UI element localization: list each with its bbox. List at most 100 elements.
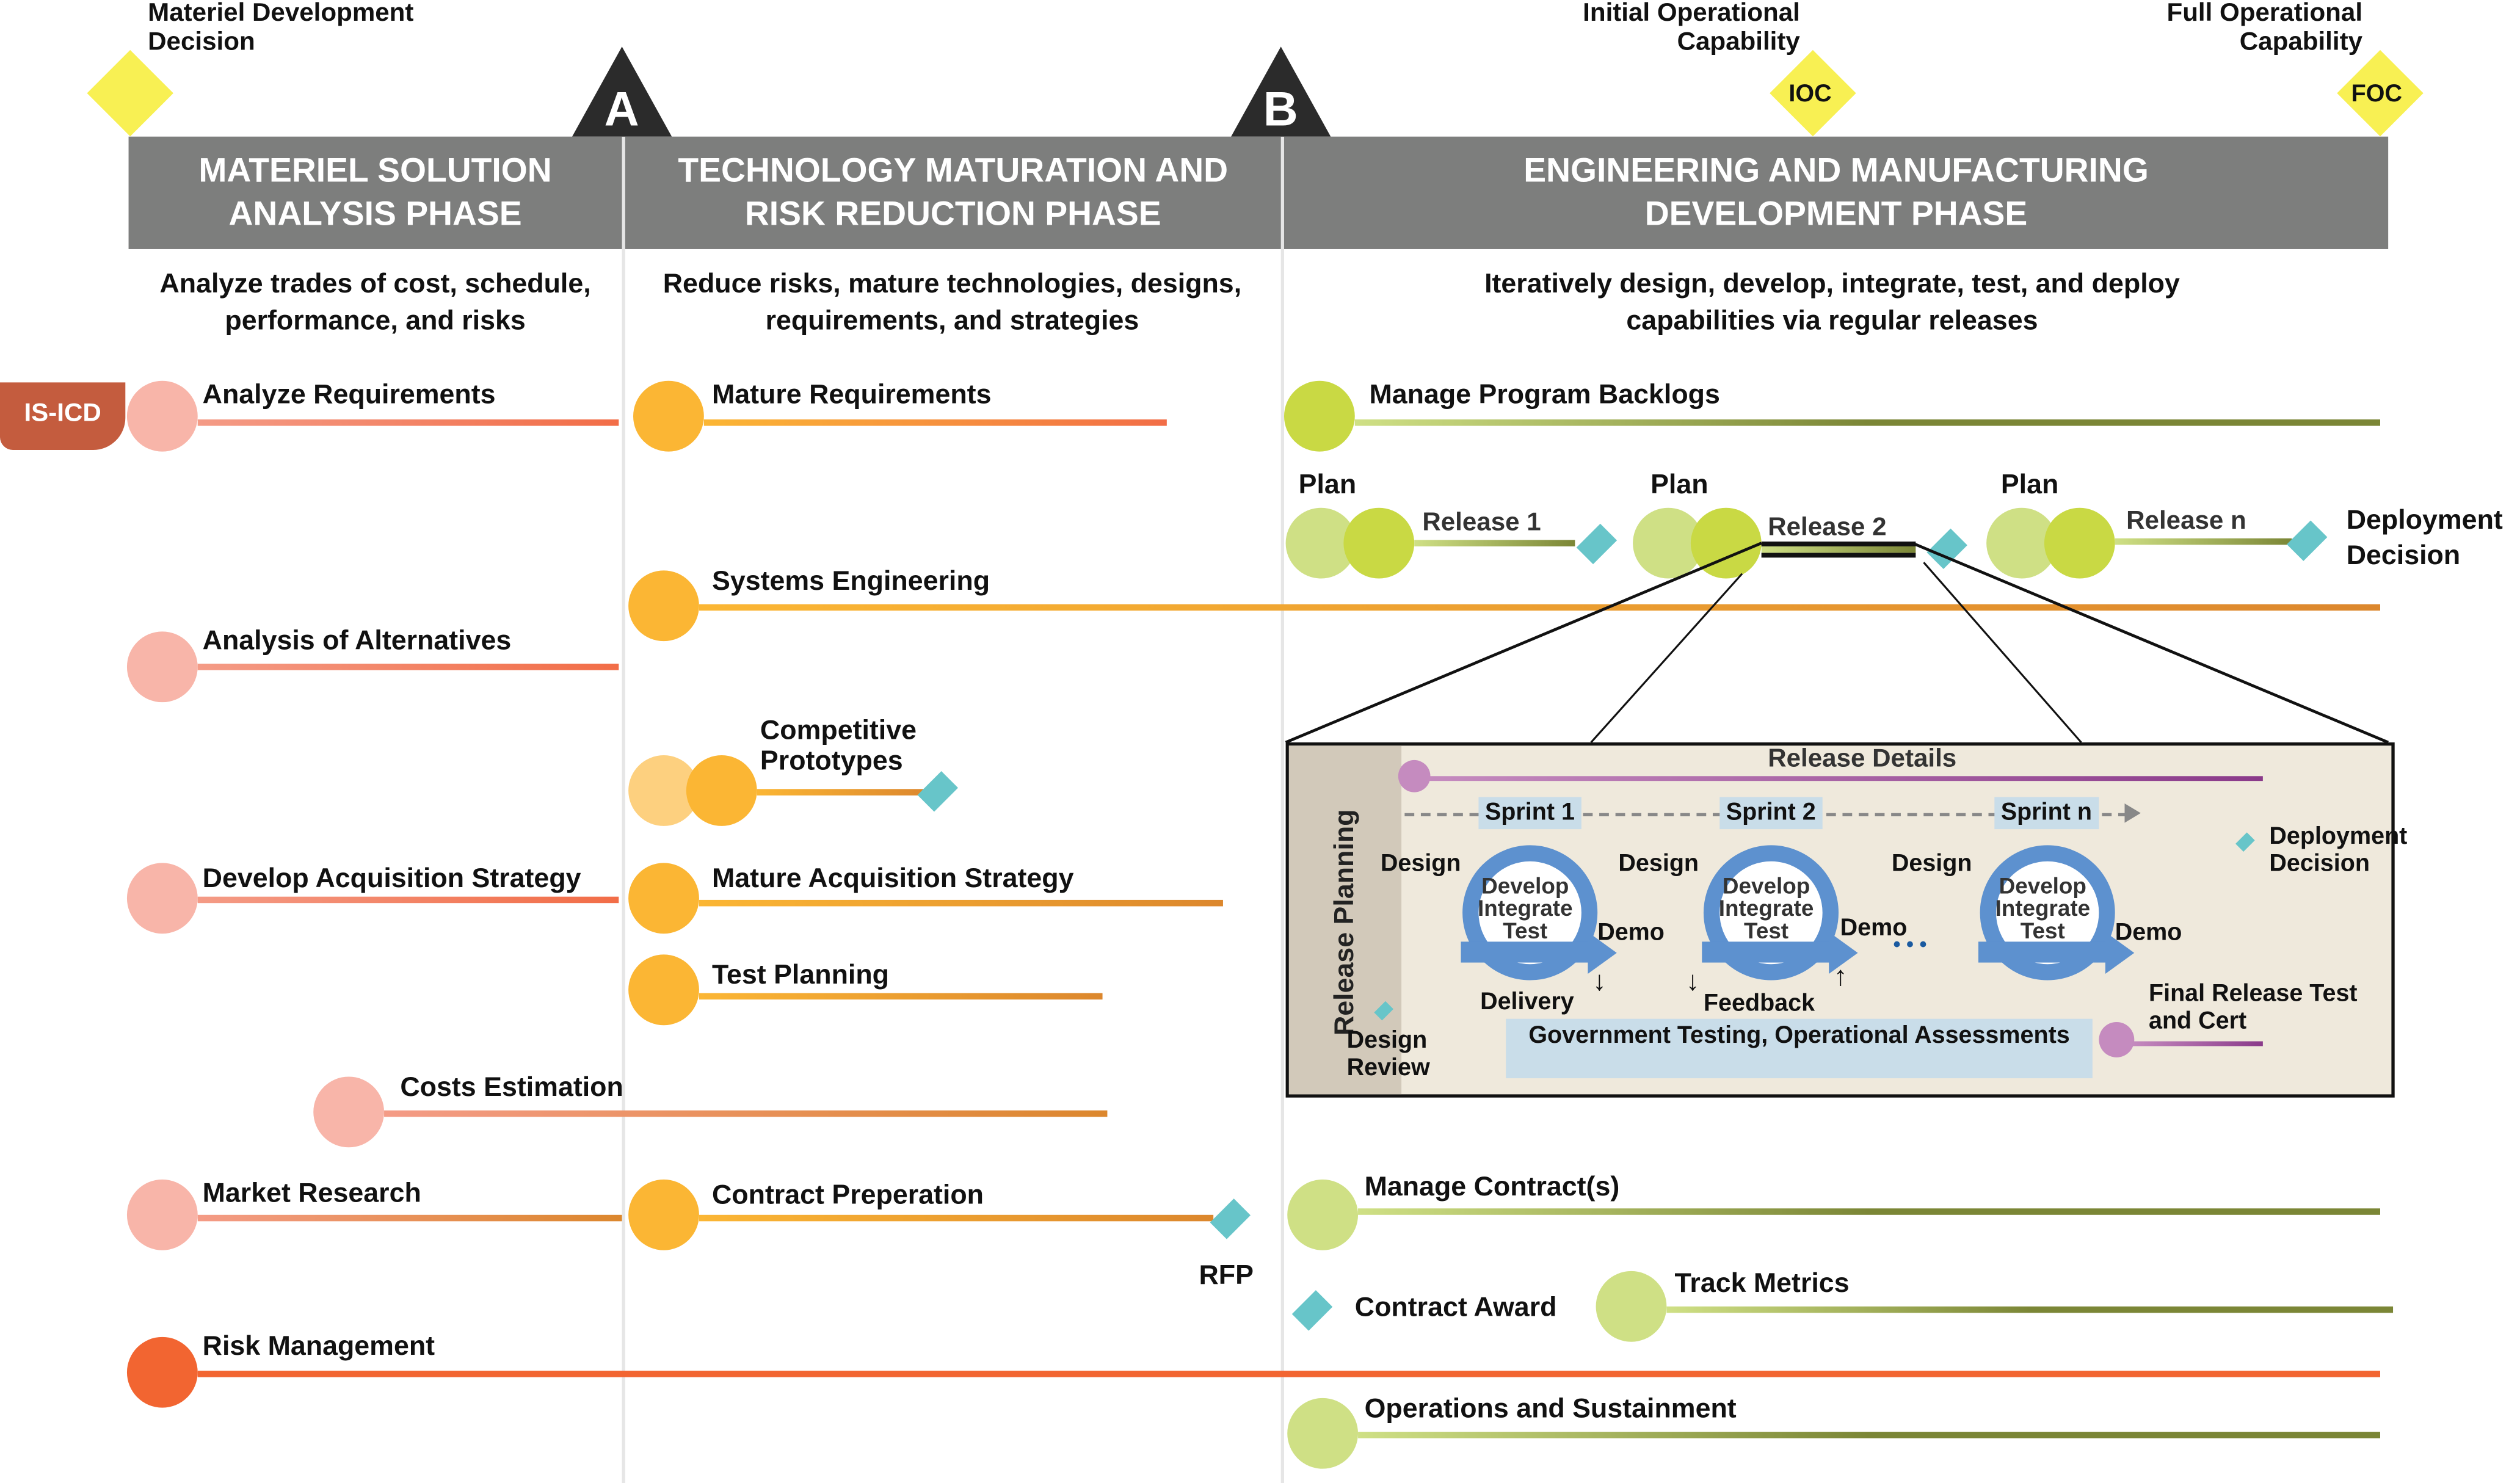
phase-desc-tmrr: Reduce risks, mature technologies, desig… — [663, 268, 1242, 336]
deployment-decision-label: Deployment Decision — [2346, 504, 2503, 571]
release-start-dot-icon — [1398, 760, 1431, 792]
activity-bar — [757, 789, 928, 796]
activity-dot-icon — [126, 1179, 198, 1250]
zoom-line-inner-right — [1923, 562, 2082, 744]
phase-divider-a — [622, 136, 625, 1483]
cycle-test: Test — [1744, 917, 1789, 943]
activity-bar — [699, 1214, 1214, 1222]
release-1-plan: Plan — [1298, 469, 1357, 500]
is-icd-badge: IS-ICD — [0, 382, 126, 450]
cycle-develop: Develop — [1481, 872, 1569, 899]
cycle-integrate: Integrate — [1477, 895, 1573, 921]
sprint-2-arrow-head-icon — [1829, 932, 1858, 974]
systems-engineering-bar — [699, 604, 2380, 611]
release-n-label[interactable]: Release n — [2126, 507, 2246, 535]
activity-dot-icon — [1287, 1398, 1359, 1469]
activity-market-research: Market Research — [202, 1178, 421, 1209]
foc-code: FOC — [2351, 80, 2402, 108]
cycle-develop: Develop — [1722, 872, 1810, 899]
sprint-n-design: Design — [1891, 850, 1972, 878]
activity-bar — [699, 899, 1223, 907]
activity-dot-icon — [313, 1076, 385, 1148]
activity-risk-management: Risk Management — [202, 1330, 435, 1362]
risk-management-bar — [197, 1371, 2380, 1377]
risk-dot-icon — [126, 1336, 198, 1408]
sprint-ellipsis: • • • — [1893, 932, 1927, 957]
phase-desc-emd: Iteratively design, develop, integrate, … — [1484, 268, 2180, 336]
activity-test-planning: Test Planning — [711, 959, 890, 990]
ioc-code: IOC — [1788, 80, 1832, 108]
delivery-label: Delivery — [1480, 988, 1574, 1016]
rfp-label: RFP — [1199, 1260, 1254, 1291]
release-details-title: Release Details — [1768, 745, 1957, 773]
release-1-label[interactable]: Release 1 — [1422, 509, 1541, 537]
activity-dot-icon — [628, 570, 699, 642]
activity-bar — [703, 419, 1167, 426]
phase-divider-b — [1280, 136, 1284, 1483]
activity-bar — [197, 896, 619, 904]
zoom-line-outer-right — [1912, 542, 2389, 744]
sprint-n-arrow — [1978, 941, 2107, 963]
sprint-1-cycle-text: Develop Integrate Test — [1453, 874, 1597, 942]
zoom-line-inner-left — [1590, 573, 1743, 744]
sprint-1-demo: Demo — [1597, 919, 1665, 947]
sprint-2-demo: Demo — [1840, 914, 1908, 942]
is-icd-label: IS-ICD — [24, 400, 101, 428]
activity-operations-sustainment: Operations and Sustainment — [1364, 1393, 1737, 1424]
phase-header-emd: ENGINEERING AND MANUFACTURING DEVELOPMEN… — [1284, 136, 2389, 249]
contract-award-label: Contract Award — [1354, 1292, 1557, 1323]
release-planning-sidebar — [1288, 745, 1402, 1095]
release-planning-label: Release Planning — [1329, 809, 1360, 1036]
release-1-bar — [1414, 540, 1575, 546]
sprint-2-design: Design — [1618, 850, 1699, 878]
milestone-a-label: A — [604, 83, 639, 137]
activity-manage-program-backlogs: Manage Program Backlogs — [1369, 379, 1720, 410]
final-release-label: Final Release Test and Cert — [2148, 980, 2358, 1035]
feedback-down-arrow-icon: ↓ — [1685, 965, 1700, 996]
ioc-label: Initial Operational Capability — [1583, 0, 1800, 56]
release-details-panel: Release Planning Release Details Sprint … — [1285, 742, 2407, 1098]
milestone-a-triangle-icon — [572, 46, 672, 137]
milestone-b-label: B — [1263, 83, 1298, 137]
release-2-bar — [1761, 546, 1916, 553]
activity-bar — [197, 664, 619, 670]
release-dot-icon — [2044, 507, 2115, 579]
gov-testing-box: Government Testing, Operational Assessme… — [1506, 1018, 2093, 1079]
activity-costs-estimation: Costs Estimation — [400, 1071, 623, 1103]
rd-deployment-diamond-icon — [2235, 832, 2255, 852]
activity-dot-icon — [628, 1179, 699, 1250]
activity-bar — [1358, 1432, 2380, 1438]
design-review-label: Design Review — [1346, 1026, 1430, 1082]
sprint-n-arrow-head-icon — [2105, 932, 2135, 974]
prototype-dot-icon — [686, 755, 757, 826]
sprint-2-label: Sprint 2 — [1719, 797, 1823, 830]
activity-manage-contracts: Manage Contract(s) — [1364, 1171, 1620, 1202]
sprint-1-design: Design — [1380, 850, 1461, 878]
activity-dot-icon — [126, 631, 198, 703]
final-release-dot-icon — [2099, 1021, 2135, 1057]
sprint-2-arrow — [1702, 941, 1831, 963]
activity-bar — [1666, 1306, 2394, 1313]
activity-develop-acquisition-strategy: Develop Acquisition Strategy — [202, 863, 581, 894]
activity-dot-icon — [126, 863, 198, 934]
milestone-b-triangle-icon — [1231, 46, 1331, 137]
activity-mature-acquisition-strategy: Mature Acquisition Strategy — [711, 863, 1074, 894]
sprint-n-cycle-text: Develop Integrate Test — [1970, 874, 2115, 942]
activity-bar — [1358, 1208, 2380, 1215]
release-dot-icon — [1343, 507, 1415, 579]
cycle-test: Test — [1503, 917, 1548, 943]
activity-contract-preperation: Contract Preperation — [711, 1179, 984, 1210]
release-2-label[interactable]: Release 2 — [1768, 514, 1887, 542]
phase-header-msa: MATERIEL SOLUTION ANALYSIS PHASE — [128, 136, 622, 249]
sprint-1-arrow — [1461, 941, 1590, 963]
activity-bar — [699, 993, 1103, 1000]
feedback-label: Feedback — [1703, 990, 1815, 1018]
cycle-integrate: Integrate — [1718, 895, 1814, 921]
cycle-test: Test — [2020, 917, 2065, 943]
activity-analyze-requirements: Analyze Requirements — [202, 379, 496, 410]
activity-dot-icon — [1287, 1179, 1359, 1250]
release-n-bar — [2115, 538, 2292, 545]
sprint-2-cycle-text: Develop Integrate Test — [1694, 874, 1839, 942]
